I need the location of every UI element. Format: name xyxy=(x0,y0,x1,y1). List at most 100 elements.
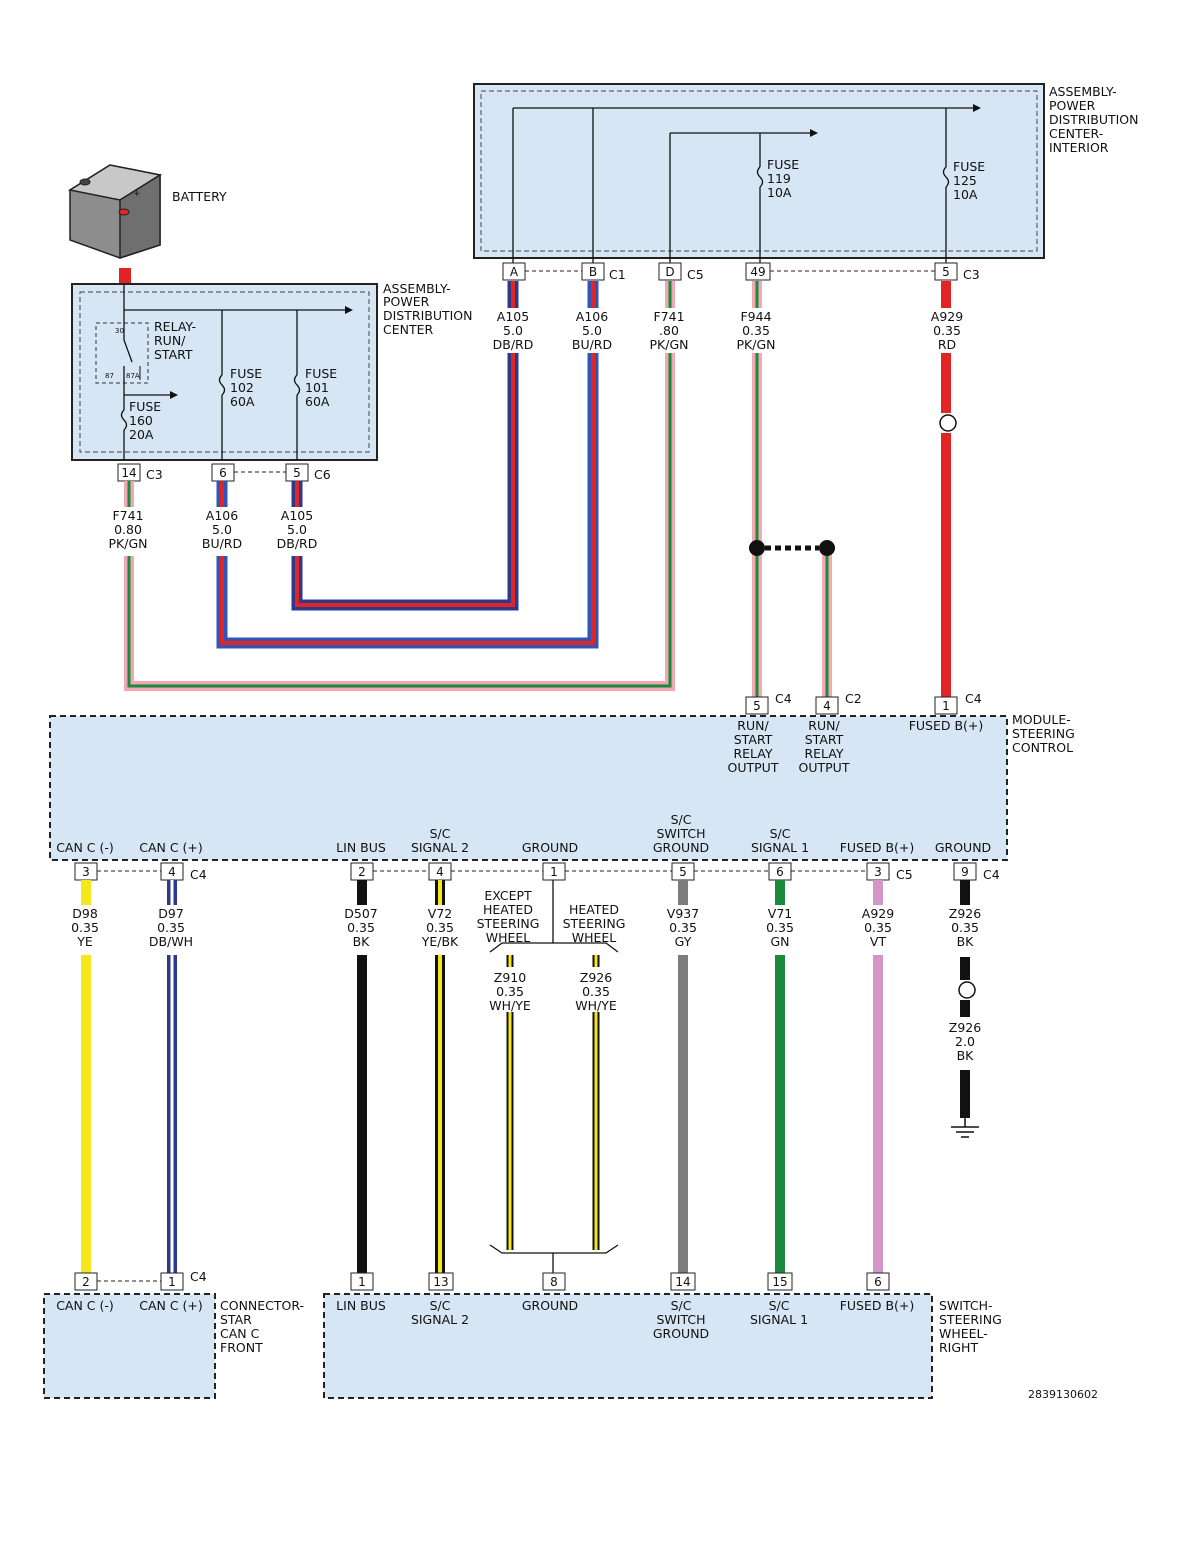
svg-text:FUSED B(+): FUSED B(+) xyxy=(840,840,915,855)
svg-text:5: 5 xyxy=(679,865,687,879)
svg-text:FUSED B(+): FUSED B(+) xyxy=(840,1298,915,1313)
star-connector-box xyxy=(43,1293,216,1399)
svg-text:3: 3 xyxy=(82,865,90,879)
wire-a105 xyxy=(291,281,519,611)
star-pin-2: 2 xyxy=(82,1275,90,1289)
star-pin-1: 1 xyxy=(168,1275,176,1289)
pdci-title: ASSEMBLY- POWER DISTRIBUTION CENTER- INT… xyxy=(1049,84,1142,155)
pdc-pin-6: 6 xyxy=(219,466,227,480)
pdci-pin-49: 49 xyxy=(750,265,765,279)
relay-pin-87: 87 xyxy=(105,372,114,380)
switch-pin-numbers: 1 13 8 14 15 6 xyxy=(358,1275,882,1289)
pdc-connector-c6: C6 xyxy=(314,467,331,482)
module-bottom-connector-c4-b: C4 xyxy=(983,867,1000,882)
pdc-box xyxy=(71,283,378,461)
module-top-connector-c4-b: C4 xyxy=(965,691,982,706)
svg-text:1: 1 xyxy=(358,1275,366,1289)
svg-text:13: 13 xyxy=(433,1275,448,1289)
svg-text:FUSED B(+): FUSED B(+) xyxy=(909,718,984,733)
module-top-pins xyxy=(745,696,958,715)
pdci-connector-c5: C5 xyxy=(687,267,704,282)
pdc-pin-14: 14 xyxy=(121,466,136,480)
star-title: CONNECTOR- STAR CAN C FRONT xyxy=(220,1298,308,1355)
battery-label: BATTERY xyxy=(172,189,227,204)
star-label-can-minus: CAN C (-) xyxy=(56,1298,114,1313)
module-title: MODULE- STEERING CONTROL xyxy=(1012,712,1079,755)
svg-text:GROUND: GROUND xyxy=(935,840,991,855)
relay-pin-87a: 87A xyxy=(126,372,140,380)
svg-text:GROUND: GROUND xyxy=(522,1298,578,1313)
wire-a929-rd xyxy=(939,281,957,697)
svg-text:8: 8 xyxy=(550,1275,558,1289)
svg-text:GROUND: GROUND xyxy=(522,840,578,855)
pdc-connector-c3: C3 xyxy=(146,467,163,482)
svg-text:CAN C (+): CAN C (+) xyxy=(139,840,203,855)
pdc-pins xyxy=(117,463,309,482)
svg-text:4: 4 xyxy=(168,865,176,879)
svg-text:4: 4 xyxy=(436,865,444,879)
svg-text:+: + xyxy=(133,189,141,199)
pdc-pin-5: 5 xyxy=(293,466,301,480)
relay-pin-30: 30 xyxy=(115,327,124,335)
svg-text:1: 1 xyxy=(550,865,558,879)
battery-icon: + xyxy=(68,164,162,284)
wire-f944 xyxy=(749,281,835,697)
relay-label: RELAY- RUN/ START xyxy=(154,319,200,362)
svg-text:3: 3 xyxy=(874,865,882,879)
svg-text:15: 15 xyxy=(772,1275,787,1289)
wire-f741 xyxy=(124,281,675,691)
pdci-connector-c1: C1 xyxy=(609,267,626,282)
star-connector-c4: C4 xyxy=(190,1269,207,1284)
module-pin-5-top: 5 xyxy=(753,699,761,713)
pdci-pin-b: B xyxy=(589,265,597,279)
pdci-pin-d: D xyxy=(665,265,674,279)
star-label-can-plus: CAN C (+) xyxy=(139,1298,203,1313)
pdci-box xyxy=(473,83,1045,264)
wire-a106 xyxy=(216,281,599,649)
svg-text:CAN C (-): CAN C (-) xyxy=(56,840,114,855)
wire-z926-ground xyxy=(958,880,976,1118)
svg-text:6: 6 xyxy=(874,1275,882,1289)
module-bottom-pins xyxy=(74,862,977,881)
svg-text:6: 6 xyxy=(776,865,784,879)
pdci-pins xyxy=(502,262,958,281)
switch-pins xyxy=(350,1272,890,1291)
fuse-119: FUSE 119 10A xyxy=(767,157,803,200)
pdci-connector-c3: C3 xyxy=(963,267,980,282)
module-pin-1-top: 1 xyxy=(942,699,950,713)
ground-branch xyxy=(489,880,619,1273)
svg-text:14: 14 xyxy=(675,1275,690,1289)
figure-id: 2839130602 xyxy=(1028,1388,1098,1401)
svg-text:2: 2 xyxy=(358,865,366,879)
pdci-pin-5: 5 xyxy=(942,265,950,279)
svg-text:LIN BUS: LIN BUS xyxy=(336,840,386,855)
module-bottom-connector-c4-a: C4 xyxy=(190,867,207,882)
